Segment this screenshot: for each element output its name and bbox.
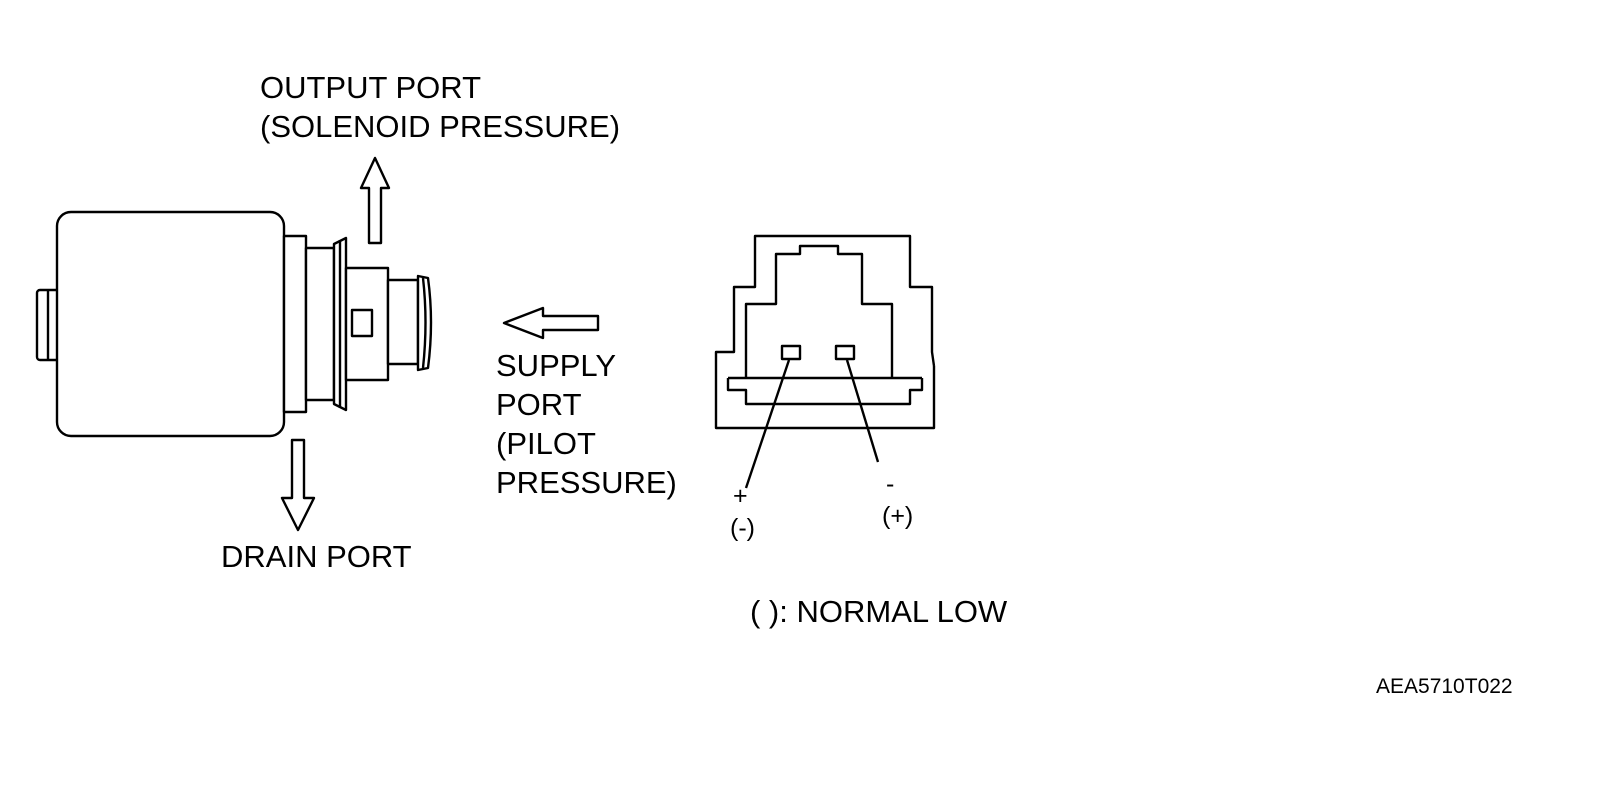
solenoid-neck <box>304 246 336 402</box>
drain-port-arrow <box>280 438 316 532</box>
solenoid-tip <box>386 278 420 366</box>
legend-note: ( ): NORMAL LOW <box>750 594 1008 629</box>
solenoid-collar <box>282 234 308 414</box>
terminal-left-label: + (-) <box>730 480 755 544</box>
supply-port-line-4: PRESSURE) <box>496 465 677 500</box>
terminal-right-pin <box>834 344 856 361</box>
output-port-label: OUTPUT PORT (SOLENOID PRESSURE) <box>260 68 620 146</box>
supply-port-arrow <box>502 306 600 340</box>
terminal-left-pin <box>780 344 802 361</box>
figure-code: AEA5710T022 <box>1376 675 1513 698</box>
solenoid-tip-ring-edge <box>421 277 427 369</box>
connector <box>714 234 936 489</box>
terminal-left-leader <box>744 359 791 489</box>
terminal-right-label: - (+) <box>882 468 913 532</box>
output-port-line-1: OUTPUT PORT <box>260 70 482 105</box>
output-port-arrow <box>359 156 391 245</box>
supply-port-line-1: SUPPLY <box>496 348 617 383</box>
solenoid-valve <box>35 210 433 438</box>
solenoid-port-slot <box>350 308 374 338</box>
terminal-right-leader <box>845 359 880 463</box>
connector-inner-outline <box>744 244 894 378</box>
supply-port-line-3: (PILOT <box>496 426 596 461</box>
drain-port-label: DRAIN PORT <box>221 539 412 574</box>
connector-outer-outline <box>714 234 936 367</box>
connector-housing <box>714 366 936 430</box>
terminal-right-polarity: - <box>886 470 895 498</box>
supply-port-label: SUPPLY PORT (PILOT PRESSURE) <box>496 346 677 502</box>
terminal-right-normal-low: (+) <box>882 502 914 530</box>
terminal-left-polarity: + <box>733 482 748 510</box>
output-port-line-2: (SOLENOID PRESSURE) <box>260 109 621 144</box>
solenoid-coil-body <box>55 210 286 438</box>
supply-port-line-2: PORT <box>496 387 582 422</box>
terminal-left-normal-low: (-) <box>730 514 755 542</box>
connector-base-rail <box>726 376 924 406</box>
